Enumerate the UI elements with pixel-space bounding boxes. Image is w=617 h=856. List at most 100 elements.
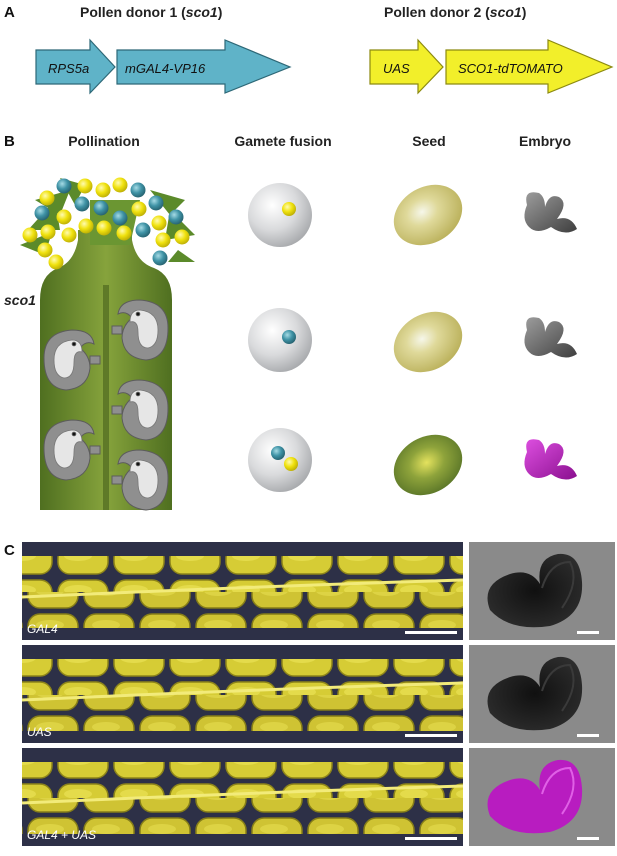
replum-line <box>21 681 464 702</box>
ovule <box>43 419 101 481</box>
egg-cell-sphere <box>248 183 312 247</box>
yellow-pollen-grain <box>116 225 132 241</box>
ovules <box>43 299 169 511</box>
seed-row-lower <box>22 592 463 628</box>
embryo-scale-bar <box>577 837 599 840</box>
rps5a-label: RPS5a <box>48 61 89 76</box>
blue-pollen-grain <box>130 182 146 198</box>
blue-pollen-grain <box>56 178 72 194</box>
sco1-tdtomato-arrow <box>445 39 614 94</box>
yellow-pollen-grain <box>95 182 111 198</box>
seed-row-lower <box>22 798 463 834</box>
rps5a-arrow <box>35 38 116 95</box>
yellow-pollen-grain <box>112 177 128 193</box>
pollen-grains <box>22 177 190 270</box>
seed-yellow <box>393 184 463 246</box>
embryo-column <box>524 192 577 480</box>
seed-row-upper <box>22 762 463 798</box>
blue-pollen-grain <box>135 222 151 238</box>
ovule <box>111 379 169 441</box>
blue-pollen-grain <box>148 195 164 211</box>
uas-arrow <box>369 38 444 95</box>
blue-pollen-grain <box>34 205 50 221</box>
mgal4-arrow <box>116 39 292 94</box>
yellow-pollen-grain <box>22 227 38 243</box>
pistil-illustration <box>20 177 195 511</box>
embryo-scale-bar <box>577 734 599 737</box>
panel-c-row: UAS <box>21 645 615 743</box>
yellow-pollen-grain <box>96 220 112 236</box>
scale-bar <box>405 631 457 634</box>
sco1-tdtomato-label: SCO1-tdTOMATO <box>458 61 563 76</box>
ovule <box>111 449 169 511</box>
blue-sperm-nucleus <box>271 446 285 460</box>
yellow-sperm-nucleus <box>282 202 296 216</box>
blue-pollen-grain <box>168 209 184 225</box>
panel-c-row: GAL4 + UAS <box>21 748 615 846</box>
blue-pollen-grain <box>93 200 109 216</box>
seed-yellow <box>393 311 463 373</box>
yellow-pollen-grain <box>155 232 171 248</box>
embryo-magenta-photo <box>487 759 583 834</box>
yellow-pollen-grain <box>48 254 64 270</box>
header-seed: Seed <box>412 133 445 149</box>
yellow-pollen-grain <box>131 201 147 217</box>
yellow-pollen-grain <box>61 227 77 243</box>
yellow-pollen-grain <box>151 215 167 231</box>
egg-cell-sphere <box>248 428 312 492</box>
embryo-grey <box>524 317 577 358</box>
panel-b-label: B <box>4 133 15 150</box>
pistil-label: sco1 <box>4 292 36 308</box>
embryo-dark-photo <box>487 656 583 731</box>
header-embryo: Embryo <box>519 133 571 149</box>
seed-row-lower <box>22 695 463 731</box>
yellow-pollen-grain <box>40 224 56 240</box>
row-label: GAL4 + UAS <box>27 828 96 842</box>
panel-a-label: A <box>4 4 15 21</box>
mgal4-label: mGAL4-VP16 <box>125 61 206 76</box>
header-pollination: Pollination <box>68 133 140 149</box>
scale-bar <box>405 837 457 840</box>
gamete-row-2 <box>248 308 312 372</box>
donor1-construct: RPS5a mGAL4-VP16 <box>35 38 292 95</box>
scale-bar <box>405 734 457 737</box>
replum-line <box>21 578 464 599</box>
donor2-construct: UAS SCO1-tdTOMATO <box>369 38 614 95</box>
ovule <box>43 329 101 391</box>
gamete-row-3 <box>248 428 312 492</box>
gamete-fusion-column <box>248 183 312 492</box>
yellow-pollen-grain <box>39 190 55 206</box>
yellow-pollen-grain <box>77 178 93 194</box>
seed-green <box>393 434 463 496</box>
seed-row-upper <box>22 659 463 695</box>
donor2-title: Pollen donor 2 (sco1) <box>384 4 526 20</box>
yellow-sperm-nucleus <box>284 457 298 471</box>
yellow-pollen-grain <box>78 218 94 234</box>
embryo-magenta <box>524 439 577 480</box>
blue-pollen-grain <box>152 250 168 266</box>
header-gamete-fusion: Gamete fusion <box>234 133 331 149</box>
yellow-pollen-grain <box>174 229 190 245</box>
septum <box>103 285 109 510</box>
panel-c-row: GAL4 <box>21 542 615 640</box>
replum-line <box>21 784 464 805</box>
embryo-grey <box>524 192 577 233</box>
ovule <box>111 299 169 361</box>
row-label: GAL4 <box>27 622 58 636</box>
yellow-pollen-grain <box>37 242 53 258</box>
blue-pollen-grain <box>74 196 90 212</box>
blue-pollen-grain <box>112 210 128 226</box>
panel-c-label: C <box>4 542 15 559</box>
gamete-row-1 <box>248 183 312 247</box>
embryo-dark-photo <box>487 553 583 628</box>
egg-cell-sphere <box>248 308 312 372</box>
uas-label: UAS <box>383 61 410 76</box>
blue-sperm-nucleus <box>282 330 296 344</box>
seed-row-upper <box>22 556 463 592</box>
seed-column <box>393 184 463 496</box>
donor1-title: Pollen donor 1 (sco1) <box>80 4 222 20</box>
yellow-pollen-grain <box>56 209 72 225</box>
row-label: UAS <box>27 725 52 739</box>
